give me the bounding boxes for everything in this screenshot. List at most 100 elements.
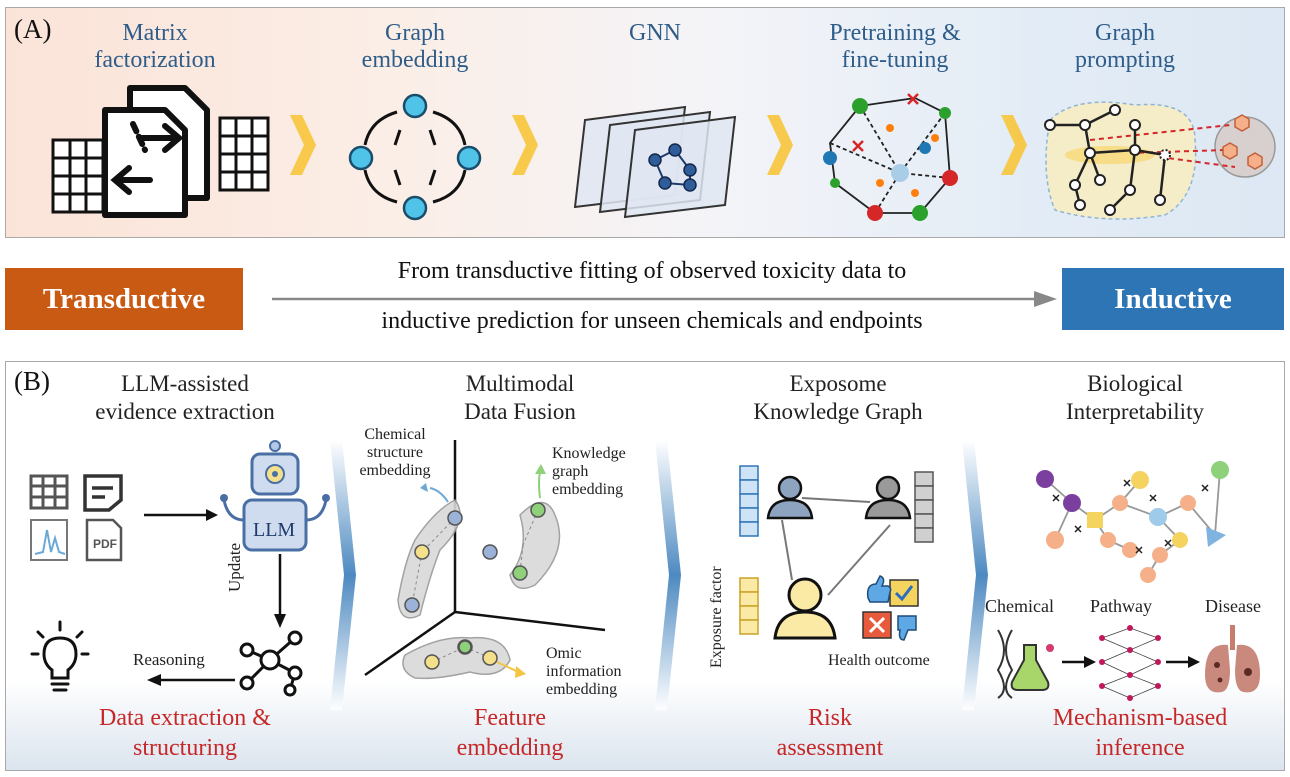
- result-line1: Feature: [474, 705, 546, 731]
- section-exposome-title: Exposome Knowledge Graph: [718, 370, 958, 426]
- section-llm-result: Data extraction & structuring: [60, 703, 310, 763]
- disease-label: Disease: [1205, 596, 1261, 616]
- pretraining-graph-icon: [823, 93, 958, 221]
- chemical-label: Chemical: [985, 596, 1054, 616]
- yellow-arrow-2: [512, 115, 538, 175]
- stage-title-line2: prompting: [1075, 47, 1175, 73]
- gray-vector: [914, 471, 934, 543]
- stage-pretraining-title: Pretraining & fine-tuning: [800, 20, 990, 74]
- transition-arrow: [272, 291, 1057, 307]
- pdf-label: PDF: [93, 537, 117, 551]
- transition-caption-line2: inductive prediction for unseen chemical…: [381, 308, 923, 334]
- person-yellow: [773, 577, 837, 640]
- section-title-line2: Knowledge Graph: [753, 399, 923, 424]
- reasoning-label: Reasoning: [133, 650, 205, 669]
- inductive-label: Inductive: [1062, 268, 1284, 330]
- input-arrow: [144, 509, 218, 521]
- section-bio-result: Mechanism-based inference: [1020, 703, 1260, 763]
- stage-gnn-title: GNN: [580, 20, 730, 47]
- stage-matrix-factorization-title: Matrix factorization: [60, 20, 250, 74]
- panel-a-letter: (A): [14, 14, 52, 44]
- person-blue: [766, 475, 814, 520]
- section-separator-1: [330, 440, 356, 710]
- person-gray: [864, 475, 912, 520]
- section-exposome-result: Risk assessment: [740, 703, 920, 763]
- cluster-chemical: [397, 499, 461, 619]
- exchange-arrows: [110, 121, 184, 195]
- gnn-layers-icon: [573, 105, 737, 219]
- stage-title-line2: embedding: [361, 47, 469, 73]
- update-label: Update: [225, 542, 244, 592]
- panel-b-letter: (B): [14, 366, 50, 396]
- stage-title-line1: Graph: [1095, 20, 1155, 46]
- llm-robot-icon: [220, 440, 330, 552]
- health-outcome-label: Health outcome: [828, 652, 930, 669]
- section-title-line1: LLM-assisted: [121, 371, 249, 396]
- result-line1: Risk: [807, 705, 852, 731]
- lungs-icon: [1205, 625, 1260, 693]
- result-line2: structuring: [133, 735, 237, 761]
- section-title-line1: Multimodal: [465, 371, 575, 396]
- yellow-arrow-4: [1001, 115, 1027, 175]
- stage-graph-embedding-title: Graph embedding: [330, 20, 500, 74]
- transition-caption-line1: From transductive fitting of observed to…: [397, 258, 907, 284]
- document-icons: [29, 474, 123, 562]
- pathway-network-icon: [1101, 627, 1159, 699]
- section-title-line1: Biological: [1087, 371, 1183, 396]
- blue-vector: [739, 465, 759, 537]
- chart-file-icon: [30, 519, 68, 561]
- section-title-line1: Exposome: [789, 371, 887, 396]
- removed-edge-marks: [852, 93, 919, 152]
- graph-prompting-icon: [1044, 101, 1276, 220]
- lightbulb-icon: [30, 620, 90, 692]
- knowledge-network-icon: [239, 630, 303, 697]
- stage-title-line1: Matrix: [122, 20, 188, 46]
- chemical-pathway-disease-flow: [996, 625, 1260, 701]
- stage-title-line1: Graph: [385, 20, 445, 46]
- result-line2: inference: [1095, 735, 1185, 761]
- yellow-vector: [739, 577, 759, 635]
- section-fusion-title: Multimodal Data Fusion: [420, 370, 620, 426]
- result-line2: embedding: [456, 735, 564, 761]
- section-title-line2: Interpretability: [1066, 399, 1204, 424]
- health-outcome-icons: [862, 575, 919, 641]
- fusion-3d-axes: [364, 440, 606, 680]
- bio-network: [1036, 461, 1229, 583]
- matrix-factorization-icon: [51, 85, 270, 218]
- graph-embedding-icon: [348, 93, 482, 221]
- inhibition-marks: [1052, 479, 1209, 554]
- transductive-label: Transductive: [5, 268, 243, 330]
- center-node: [891, 164, 909, 182]
- stage-title-line1: Pretraining &: [829, 20, 961, 46]
- section-bio-title: Biological Interpretability: [1030, 370, 1240, 426]
- pdf-icon: [85, 518, 123, 562]
- section-title-line2: evidence extraction: [95, 399, 275, 424]
- left-matrix-grid: [51, 138, 105, 214]
- exposure-factor-label: Exposure factor: [708, 566, 725, 668]
- stage-title-line2: factorization: [94, 47, 216, 73]
- update-arrow: [274, 554, 286, 628]
- panel-b: [5, 361, 1285, 771]
- exchange-document: [102, 85, 210, 218]
- yellow-arrow-3: [767, 115, 793, 175]
- section-separator-3: [962, 440, 988, 710]
- table-icon: [29, 474, 69, 510]
- reasoning-arrow: [147, 674, 235, 686]
- stage-title-line1: GNN: [629, 20, 681, 46]
- section-title-line2: Data Fusion: [464, 399, 576, 424]
- result-line2: assessment: [776, 735, 884, 761]
- result-line1: Mechanism-based: [1052, 705, 1228, 731]
- note-icon: [83, 474, 123, 512]
- llm-robot-label: LLM: [253, 519, 296, 541]
- result-line1: Data extraction &: [99, 705, 271, 731]
- stage-graph-prompting-title: Graph prompting: [1040, 20, 1210, 74]
- pathway-label: Pathway: [1090, 596, 1152, 616]
- section-separator-2: [655, 440, 681, 710]
- chemical-icon: [996, 629, 1054, 699]
- section-fusion-result: Feature embedding: [410, 703, 610, 763]
- yellow-arrow-1: [290, 115, 316, 175]
- exposome-graph: [739, 465, 934, 641]
